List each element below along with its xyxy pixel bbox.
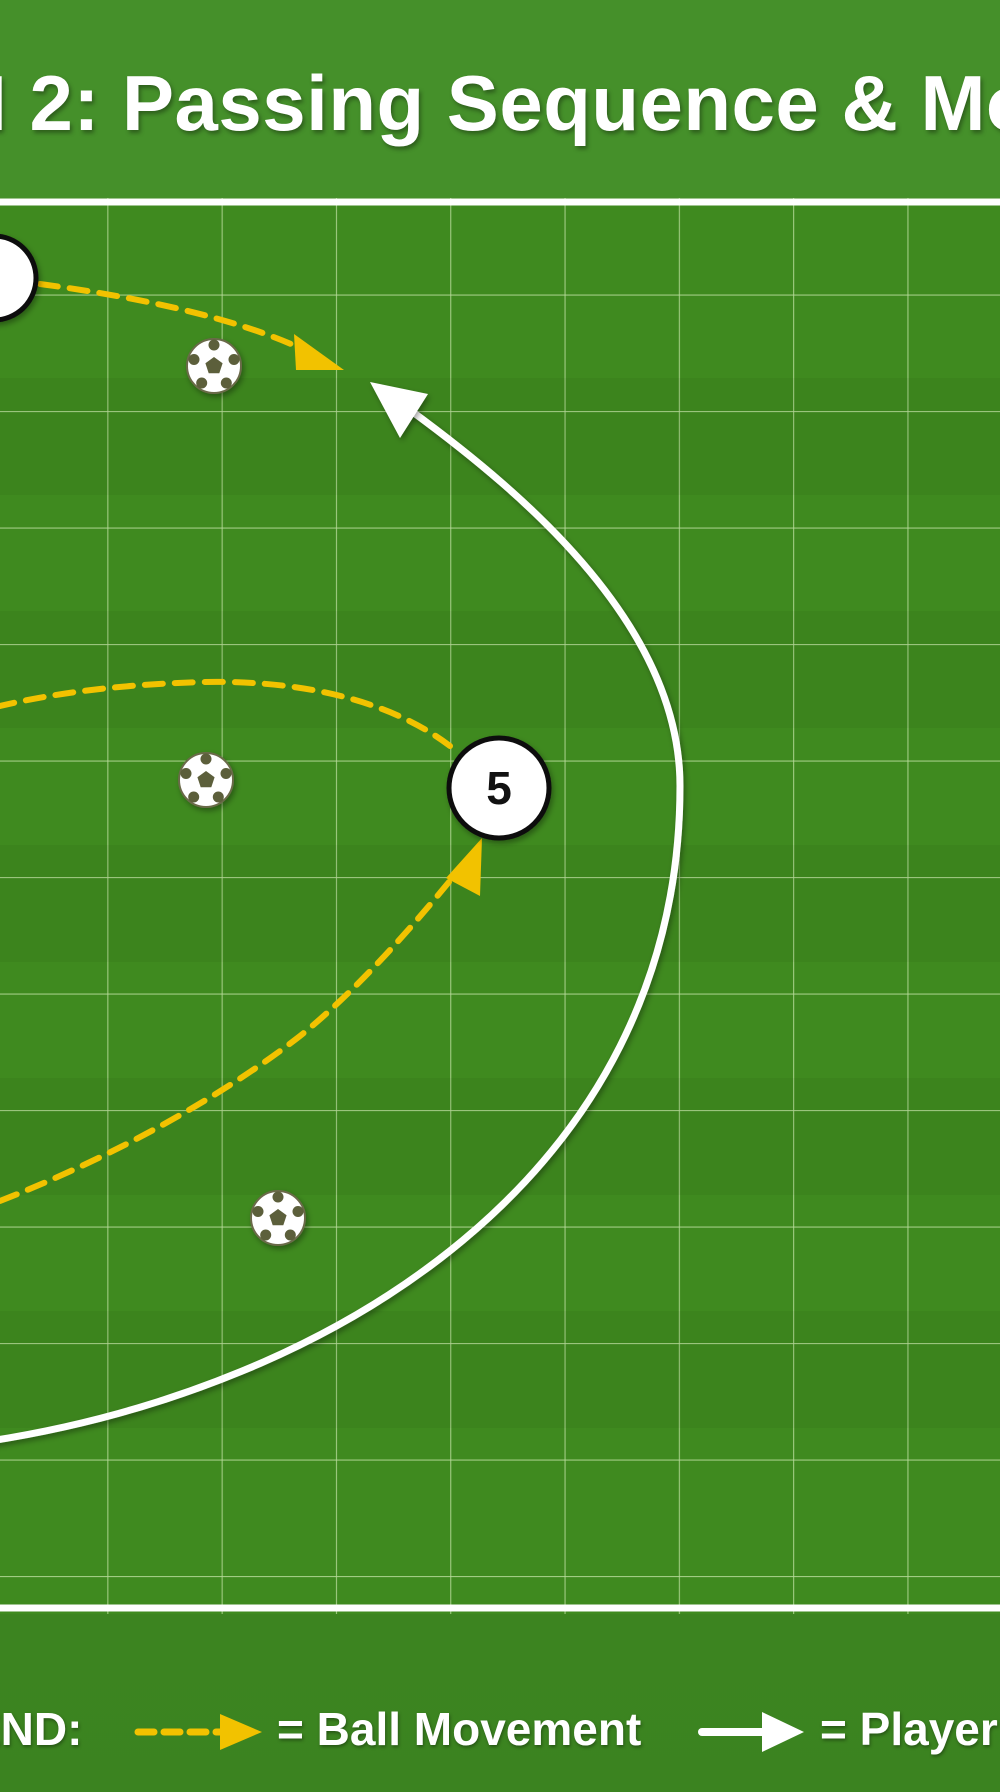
player-marker-5 <box>446 735 552 841</box>
pitch: 5 <box>0 198 1000 1614</box>
pitch-grid <box>0 198 1000 1614</box>
pitch-stripe <box>0 1311 1000 1428</box>
ball-pass-arrow-1 <box>37 281 303 351</box>
solid-white-arrow-icon <box>698 1712 804 1752</box>
ball-pass-arrowhead-1 <box>294 334 344 370</box>
legend: END: = Ball Movement = Player <box>0 1620 1000 1792</box>
player-run-arrowhead <box>370 382 428 438</box>
player-marker-partial <box>0 233 39 323</box>
pitch-diagram: 5 <box>0 198 1000 1614</box>
player-run-arrow <box>0 406 684 1443</box>
ball-pass-arrow-3 <box>0 863 465 1204</box>
pitch-stripe <box>0 378 1000 495</box>
pitch-stripe <box>0 845 1000 962</box>
ball-pass-arrow-2 <box>0 678 453 749</box>
legend-prefix: END: <box>0 1703 83 1755</box>
page-title: AM 2: Passing Sequence & Mov <box>0 59 1000 147</box>
pitch-stripe <box>0 611 1000 728</box>
dashed-yellow-arrow-icon <box>134 1714 262 1750</box>
ball-pass-arrowhead-3 <box>446 838 482 896</box>
soccer-ball-icon <box>178 752 234 808</box>
soccer-ball-icon <box>250 1190 306 1246</box>
soccer-ball-icon <box>186 338 242 394</box>
header-bar: AM 2: Passing Sequence & Mov <box>0 0 1000 198</box>
pitch-stripe <box>0 1078 1000 1195</box>
player-number-5: 5 <box>486 762 512 814</box>
legend-ball-movement-label: = Ball Movement <box>277 1703 642 1755</box>
legend-player-movement-label: = Player <box>820 1703 998 1755</box>
